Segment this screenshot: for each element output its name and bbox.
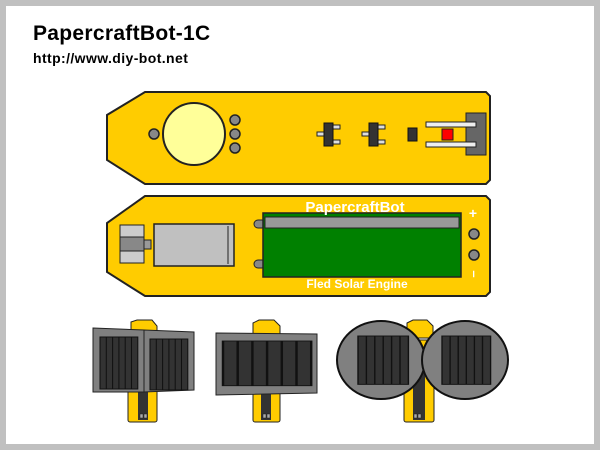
solar-option-single-wide xyxy=(215,319,318,423)
board-label-top: PapercraftBot xyxy=(305,199,404,216)
board-label-bottom: Fled Solar Engine xyxy=(306,277,408,291)
top-board xyxy=(106,91,491,185)
mount-hole xyxy=(148,128,160,140)
transistor-1 xyxy=(316,122,341,147)
solar-option-dual-round xyxy=(336,319,509,423)
motor xyxy=(119,223,235,267)
terminal-hole xyxy=(468,249,480,261)
pin-hole xyxy=(229,142,241,154)
transistor-2 xyxy=(361,122,386,147)
pin-hole xyxy=(229,128,241,140)
bottom-board: PapercraftBot Fled Solar Engine + – xyxy=(106,195,491,297)
led-circle xyxy=(162,102,226,166)
minus-label: – xyxy=(467,270,482,277)
capacitor-stripe xyxy=(264,216,460,229)
motor-connector xyxy=(425,112,487,156)
pin-hole xyxy=(229,114,241,126)
resistor xyxy=(407,127,418,142)
website-url: http://www.diy-bot.net xyxy=(33,50,189,66)
solar-option-dual-square xyxy=(92,319,195,423)
page-title: PapercraftBot-1C xyxy=(33,22,211,45)
terminal-hole xyxy=(468,228,480,240)
plus-label: + xyxy=(469,205,477,221)
